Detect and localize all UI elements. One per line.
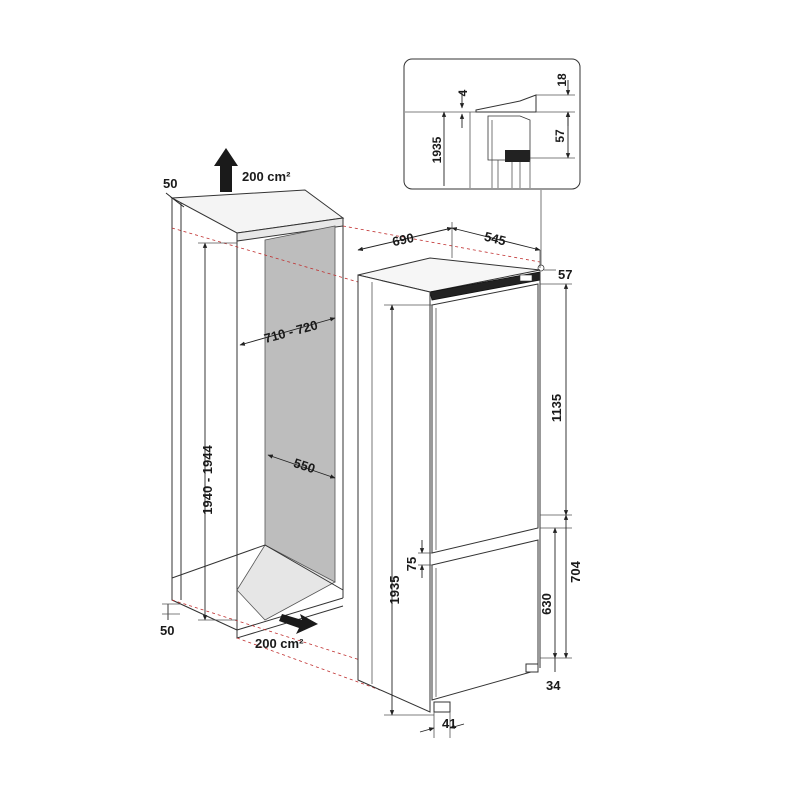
- detail-dim-18-label: 18: [555, 73, 569, 87]
- vent-top: 200 cm²: [214, 148, 291, 192]
- total-height-dimension: 1935: [384, 304, 434, 716]
- door-gap-dimension: 75: [404, 540, 432, 578]
- arrow-up-icon: [214, 148, 238, 192]
- depth-total-label: 690: [391, 230, 415, 249]
- niche-height-dimension: 1940 - 1944: [198, 242, 237, 621]
- vent-top-label: 200 cm²: [242, 169, 291, 184]
- lower-section-height-label: 704: [568, 560, 583, 582]
- appliance-side: [357, 274, 431, 713]
- gap-top-label: 50: [163, 176, 177, 191]
- upper-door-height-label: 1135: [549, 394, 564, 422]
- gap-top-dimension: 50: [163, 176, 185, 208]
- top-offset-label: 57: [558, 267, 572, 282]
- niche-cavity: [264, 225, 336, 593]
- detail-dim-4-label: 4: [456, 89, 470, 96]
- arrow-right-icon: [279, 614, 318, 634]
- depth-total-dimension: 690: [357, 227, 453, 251]
- niche-floor: [236, 544, 336, 621]
- right-dimensions: 1135 704 630 34: [539, 283, 583, 693]
- total-height-label: 1935: [387, 576, 402, 605]
- detail-dim-1935-label: 1935: [430, 136, 444, 163]
- niche-height-label: 1940 - 1944: [200, 445, 215, 515]
- appliance: [357, 257, 541, 713]
- vent-bottom: 200 cm²: [255, 614, 318, 651]
- top-offset-dimension: 57: [537, 190, 572, 282]
- depth-body-label: 545: [483, 229, 508, 249]
- detail-dim-57-label: 57: [553, 129, 567, 143]
- gap-bottom-dimension: 50: [160, 603, 180, 638]
- foot-depth-label: 41: [442, 716, 456, 731]
- upper-door: [431, 283, 539, 554]
- lower-door-height-label: 630: [539, 593, 554, 615]
- detail-inset: 4 18 57 1935: [403, 58, 581, 190]
- gap-bottom-label: 50: [160, 623, 174, 638]
- depth-body-dimension: 545: [451, 222, 541, 268]
- vent-bottom-label: 200 cm²: [255, 636, 304, 651]
- niche-depth-dimension: 550: [267, 454, 336, 479]
- lower-door: [431, 539, 539, 701]
- door-gap-label: 75: [404, 557, 419, 571]
- base-height-label: 34: [546, 678, 561, 693]
- foot-depth-dimension: 41: [419, 712, 465, 738]
- niche-depth-label: 550: [292, 455, 317, 476]
